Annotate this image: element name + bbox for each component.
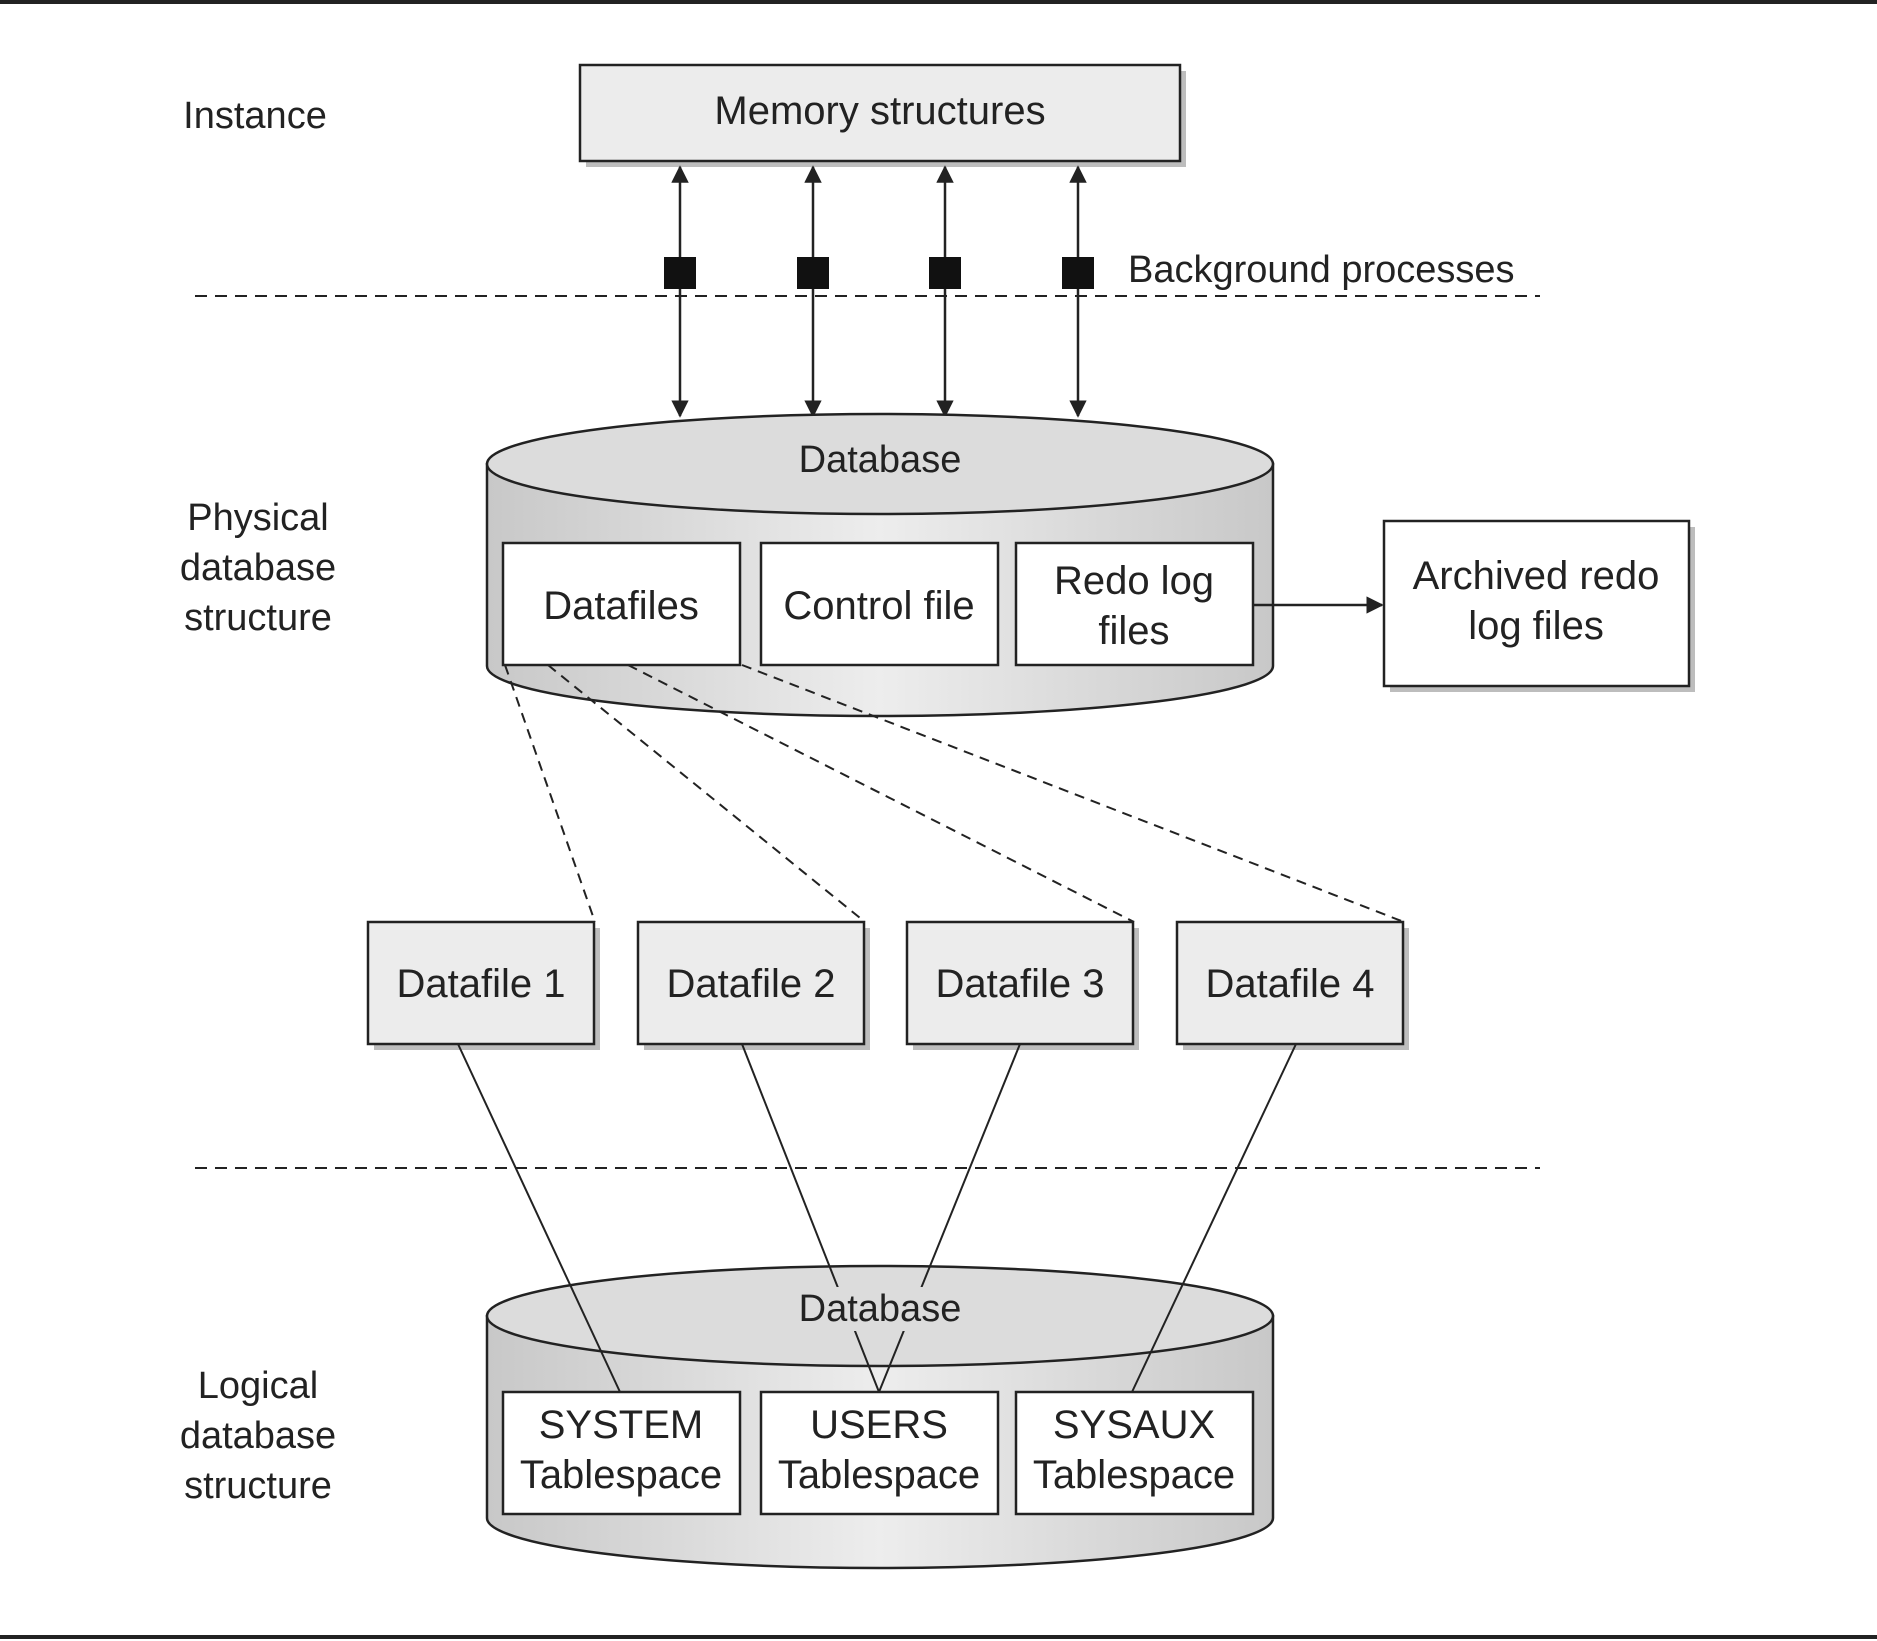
logical-database-title: Database: [799, 1288, 962, 1330]
datafile-4-label: Datafile 4: [1206, 962, 1375, 1006]
archived-redo-label-line2: log files: [1468, 604, 1604, 648]
physical-label-line2: database: [180, 547, 336, 589]
users-tablespace-box: USERS Tablespace: [759, 1390, 1000, 1516]
datafile-box-1: Datafile 1: [366, 920, 600, 1050]
process-marker-4: [1062, 257, 1094, 289]
control-file-label: Control file: [783, 584, 974, 628]
users-tablespace-line1: USERS: [810, 1403, 948, 1447]
tablespace-link-1: [457, 1043, 621, 1393]
system-tablespace-line2: Tablespace: [520, 1453, 722, 1497]
logical-label-line3: structure: [184, 1465, 332, 1507]
datafile-1-label: Datafile 1: [397, 962, 566, 1006]
instance-label: Instance: [183, 95, 327, 137]
physical-database-title: Database: [799, 439, 962, 481]
logical-label-line1: Logical: [198, 1365, 318, 1407]
datafile-box-2: Datafile 2: [636, 920, 870, 1050]
dashed-link-1: [504, 664, 596, 923]
tablespace-links: [457, 1043, 1297, 1393]
datafiles-box: Datafiles: [501, 541, 742, 667]
archived-redo-log-files-box: Archived redo log files: [1382, 519, 1695, 692]
memory-structures-box: Memory structures: [578, 63, 1186, 167]
background-process-arrows: [664, 165, 1094, 418]
tablespace-link-3: [878, 1043, 1021, 1393]
redo-log-files-label-line1: Redo log: [1054, 559, 1214, 603]
datafile-dashed-links: [504, 664, 1405, 923]
system-tablespace-box: SYSTEM Tablespace: [501, 1390, 742, 1516]
process-marker-1: [664, 257, 696, 289]
archived-redo-label-line1: Archived redo: [1413, 554, 1660, 598]
logical-database-title-backing: [782, 1287, 978, 1331]
tablespace-link-4: [1131, 1043, 1297, 1393]
tablespace-link-2: [741, 1043, 880, 1393]
sysaux-tablespace-line1: SYSAUX: [1053, 1403, 1215, 1447]
redo-log-files-label-line2: files: [1098, 609, 1169, 653]
datafiles-label: Datafiles: [543, 584, 699, 628]
datafile-box-3: Datafile 3: [905, 920, 1139, 1050]
users-tablespace-line2: Tablespace: [778, 1453, 980, 1497]
dashed-link-3: [627, 664, 1135, 923]
process-marker-3: [929, 257, 961, 289]
sysaux-tablespace-box: SYSAUX Tablespace: [1014, 1390, 1255, 1516]
datafile-box-4: Datafile 4: [1175, 920, 1409, 1050]
physical-label-line3: structure: [184, 597, 332, 639]
logical-label-line2: database: [180, 1415, 336, 1457]
control-file-box: Control file: [759, 541, 1000, 667]
memory-structures-label: Memory structures: [714, 89, 1045, 133]
background-processes-label: Background processes: [1128, 249, 1515, 291]
datafile-2-label: Datafile 2: [667, 962, 836, 1006]
redo-log-files-box: Redo log files: [1014, 541, 1255, 667]
system-tablespace-line1: SYSTEM: [539, 1403, 703, 1447]
datafile-3-label: Datafile 3: [936, 962, 1105, 1006]
sysaux-tablespace-line2: Tablespace: [1033, 1453, 1235, 1497]
process-marker-2: [797, 257, 829, 289]
dashed-link-2: [547, 664, 866, 923]
physical-label-line1: Physical: [187, 497, 329, 539]
